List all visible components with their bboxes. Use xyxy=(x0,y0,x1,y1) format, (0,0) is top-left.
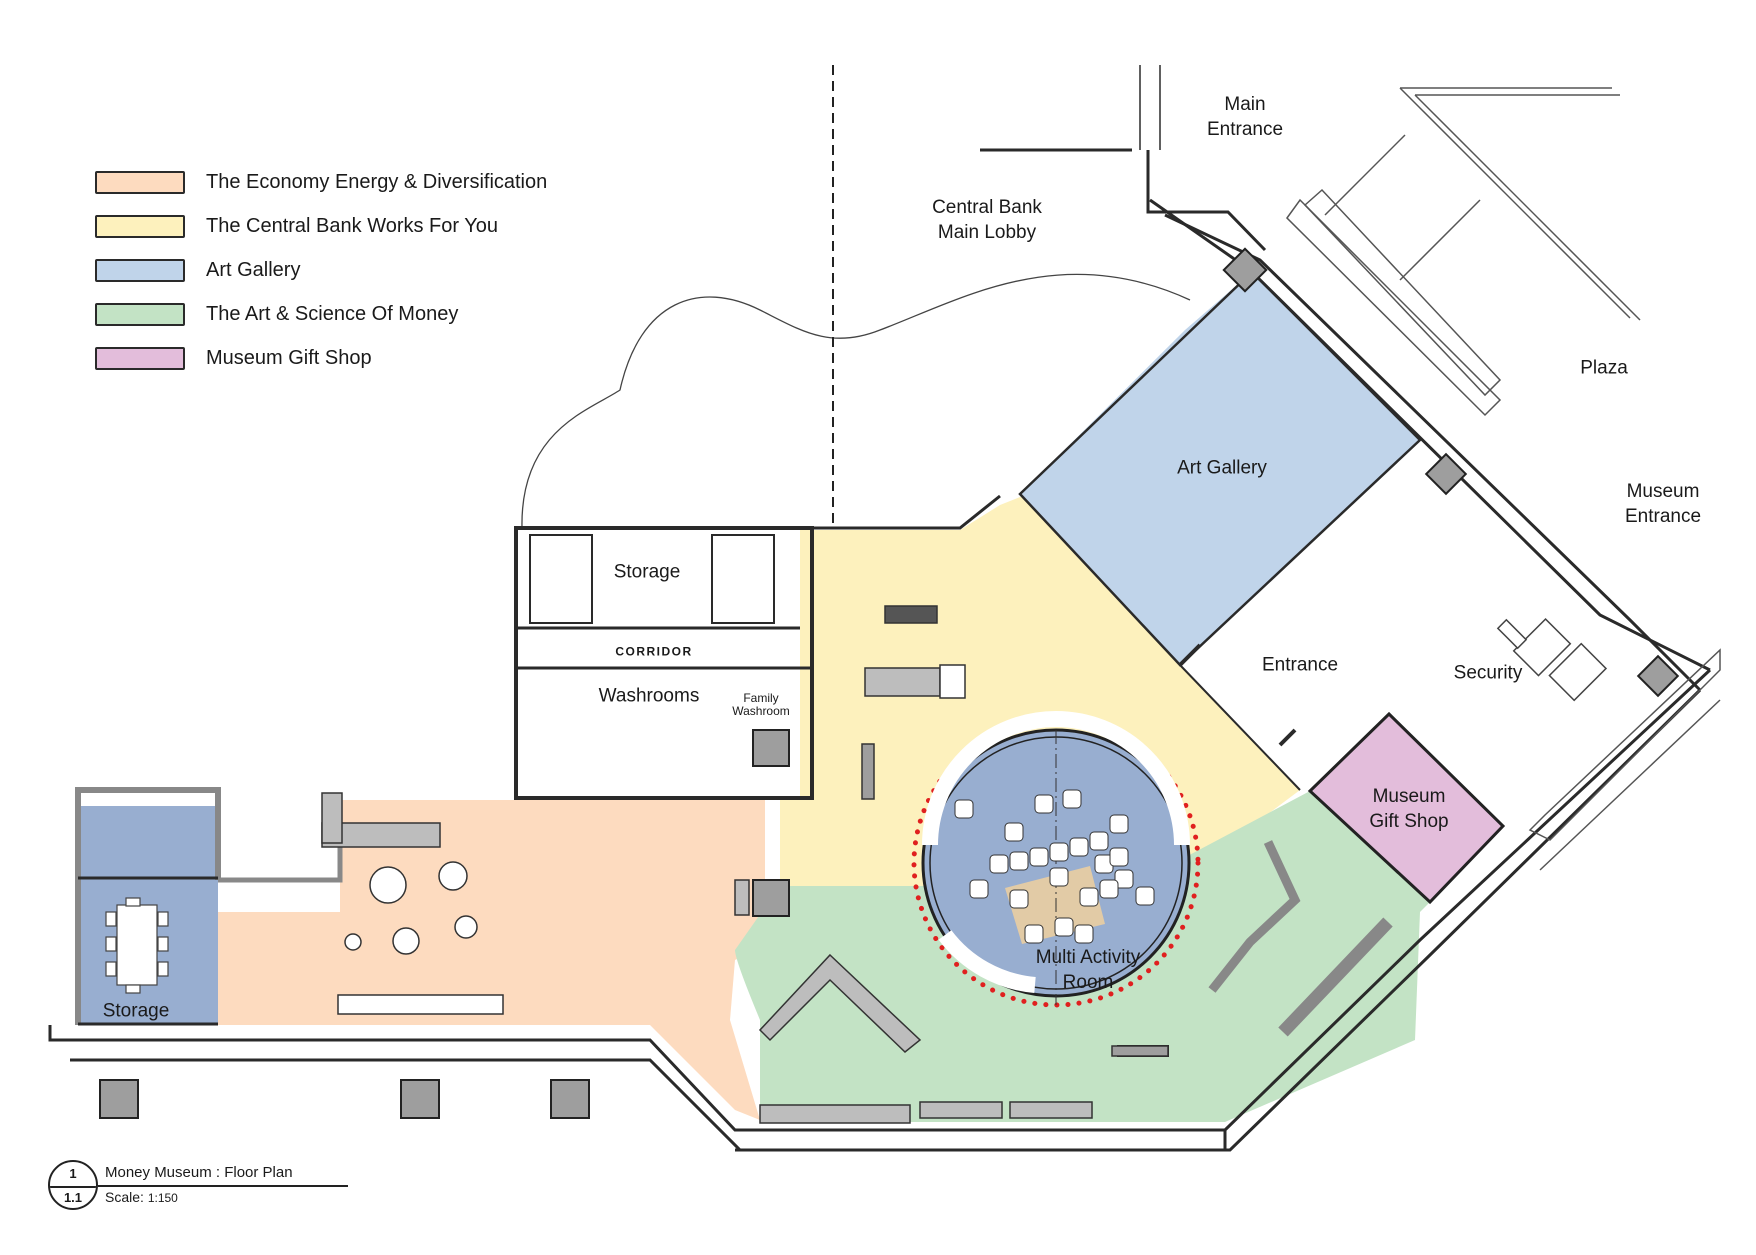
label-storage-top: Storage xyxy=(613,561,681,583)
label-main-entrance: Main Entrance xyxy=(1207,92,1283,142)
label-museum-entrance: Museum Entrance xyxy=(1625,479,1701,529)
legend-swatch xyxy=(95,346,185,370)
central-bank-furniture xyxy=(861,605,966,800)
scale-value: 1:150 xyxy=(147,1191,178,1205)
scale: Scale: 1:150 xyxy=(105,1189,178,1205)
legend-item-art-gallery: Art Gallery xyxy=(95,248,547,292)
label-multi-activity-room: Multi Activity Room xyxy=(1036,945,1141,995)
label-line: Family xyxy=(743,691,779,705)
legend: The Economy Energy & Diversification The… xyxy=(95,160,547,380)
label-line: Central Bank xyxy=(932,197,1042,218)
label-art-gallery: Art Gallery xyxy=(1177,457,1267,479)
divider xyxy=(50,1186,96,1188)
label-line: Entrance xyxy=(1624,506,1702,527)
legend-swatch xyxy=(95,302,185,326)
label-line: Gift Shop xyxy=(1369,811,1449,832)
sheet-number: 1.1 xyxy=(63,1190,83,1205)
drawing-title: Money Museum : Floor Plan xyxy=(105,1164,293,1181)
security-furniture xyxy=(1496,617,1608,702)
legend-item-economy: The Economy Energy & Diversification xyxy=(95,160,547,204)
label-museum-gift-shop: Museum Gift Shop xyxy=(1369,784,1448,834)
legend-label: The Economy Energy & Diversification xyxy=(206,170,548,193)
legend-label: The Central Bank Works For You xyxy=(206,214,498,237)
title-underline xyxy=(98,1185,348,1187)
zone-fills xyxy=(78,272,1506,1122)
label-corridor: CORRIDOR xyxy=(615,644,693,659)
art-science-furniture xyxy=(758,840,1393,1124)
label-washrooms: Washrooms xyxy=(598,685,700,707)
label-line: Entrance xyxy=(1206,119,1284,140)
label-family-washroom: Family Washroom xyxy=(732,692,790,718)
multi-activity-room[interactable] xyxy=(911,711,1201,1008)
label-plaza: Plaza xyxy=(1580,357,1628,379)
legend-swatch xyxy=(95,214,185,238)
label-line: Washroom xyxy=(732,704,790,718)
label-entrance: Entrance xyxy=(1261,654,1339,676)
label-storage-left: Storage xyxy=(102,1000,170,1022)
plaza-stairs xyxy=(1286,87,1721,871)
label-line: Museum xyxy=(1372,786,1446,807)
legend-swatch xyxy=(95,170,185,194)
legend-swatch xyxy=(95,258,185,282)
zone-gift-shop[interactable] xyxy=(1307,711,1506,905)
label-central-bank-lobby: Central Bank Main Lobby xyxy=(932,195,1042,245)
legend-label: Museum Gift Shop xyxy=(206,346,372,369)
label-line: Multi Activity xyxy=(1035,947,1141,968)
lobby-boundary-curve xyxy=(521,273,1191,529)
label-line: Room xyxy=(1062,972,1114,993)
label-line: Museum xyxy=(1626,481,1700,502)
zone-economy[interactable] xyxy=(215,800,765,1120)
label-line: Main Lobby xyxy=(937,222,1037,243)
legend-item-art-science: The Art & Science Of Money xyxy=(95,292,547,336)
storage-table xyxy=(105,897,169,994)
zone-art-gallery[interactable] xyxy=(1020,272,1420,665)
legend-label: Art Gallery xyxy=(206,258,301,281)
walls xyxy=(48,65,1712,1152)
title-block: 1 1.1 Money Museum : Floor Plan Scale: 1… xyxy=(48,1160,368,1220)
drawing-reference-circle: 1 1.1 xyxy=(48,1160,98,1210)
legend-item-gift-shop: Museum Gift Shop xyxy=(95,336,547,380)
label-line: Main xyxy=(1224,94,1266,115)
legend-label: The Art & Science Of Money xyxy=(206,302,459,325)
label-security: Security xyxy=(1453,662,1523,684)
drawing-number: 1 xyxy=(69,1166,77,1181)
scale-label: Scale: xyxy=(105,1189,144,1205)
economy-furniture xyxy=(321,792,750,1015)
legend-item-central-bank: The Central Bank Works For You xyxy=(95,204,547,248)
